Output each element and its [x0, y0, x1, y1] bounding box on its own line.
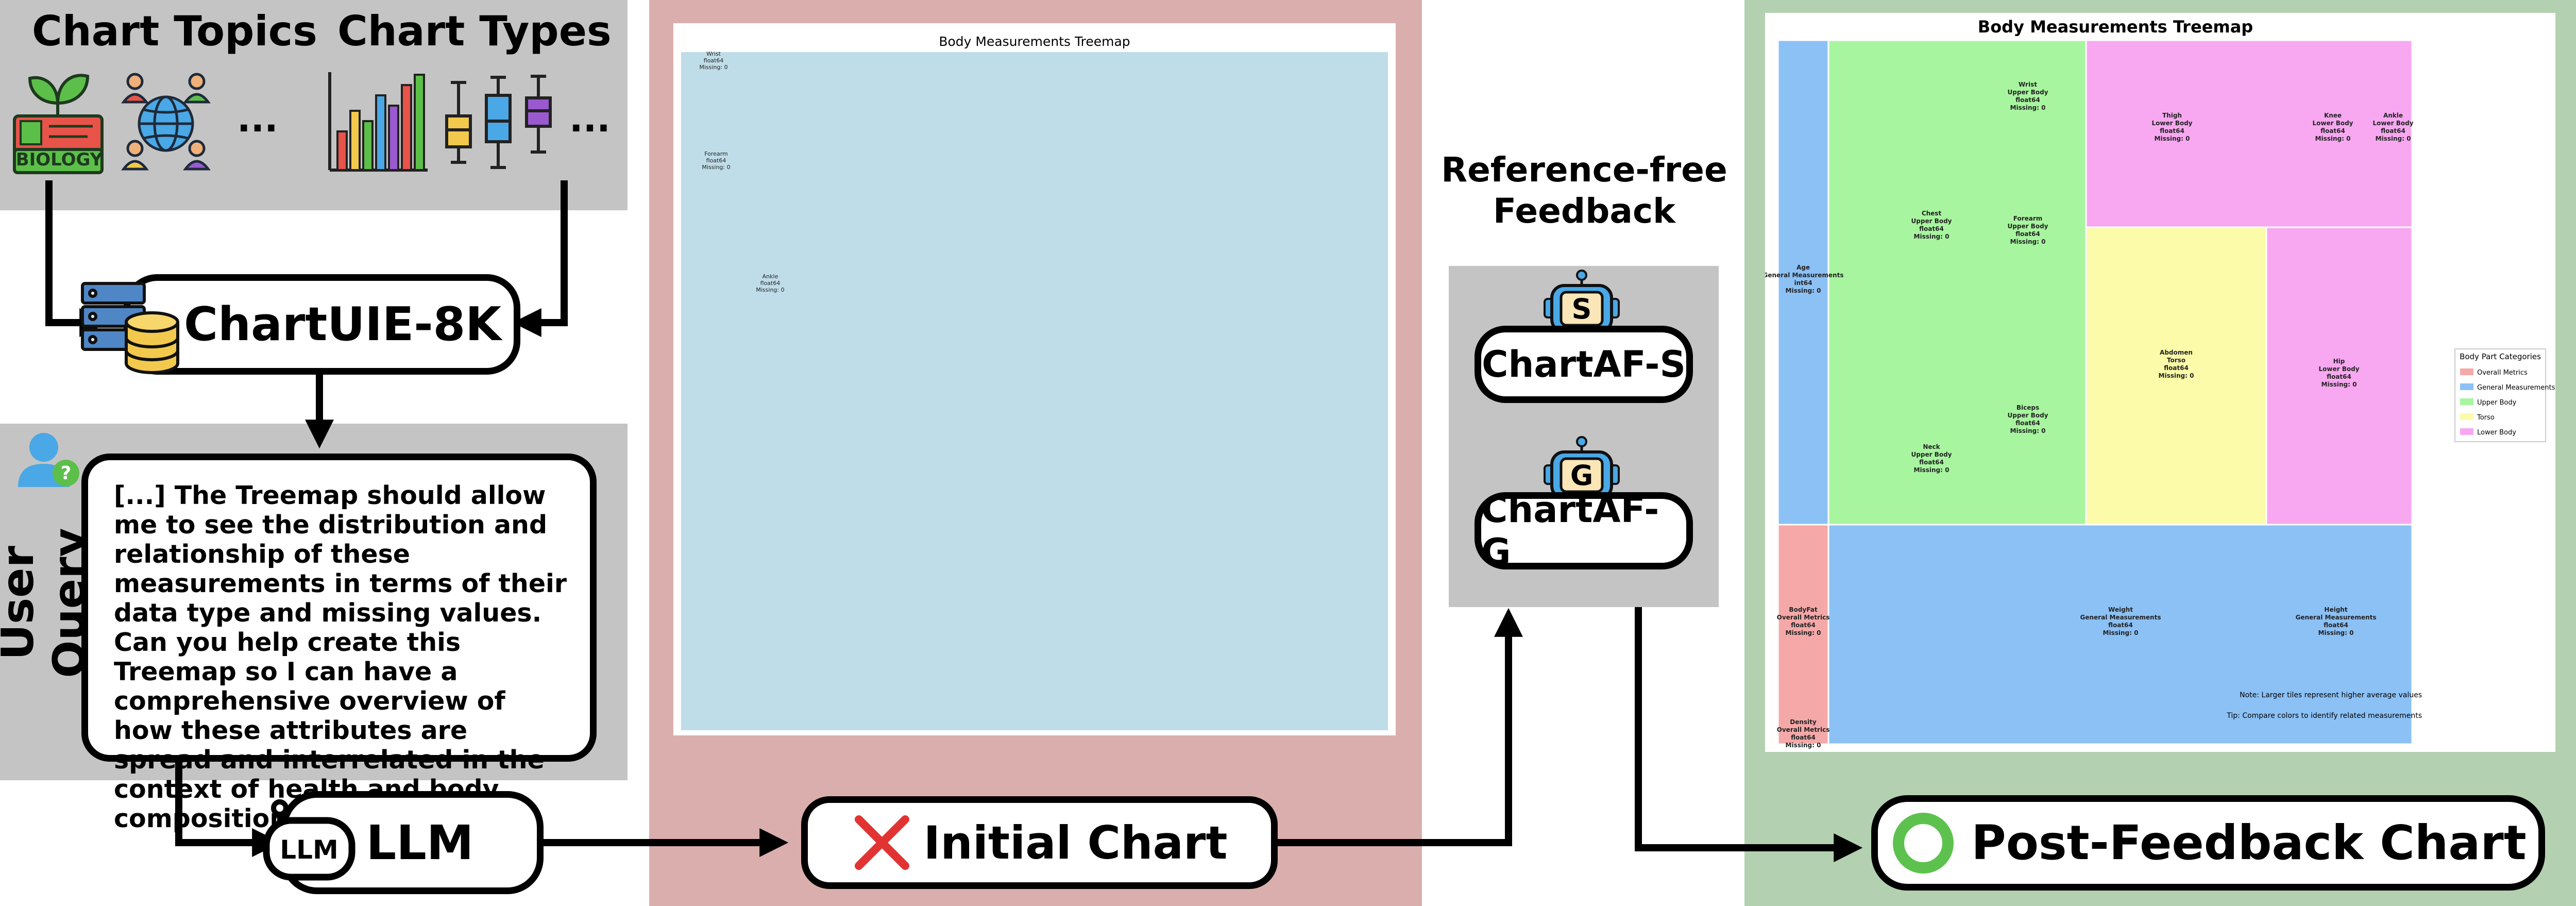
tile-overall-metrics	[1777, 524, 1829, 745]
llm-badge-text: LLM	[280, 835, 338, 865]
legend-item: Torso	[2477, 414, 2495, 422]
feedback-title-line1: Reference-free	[1441, 150, 1727, 190]
chart-topics-label: Chart Topics	[32, 7, 317, 55]
g-badge-text: G	[1570, 459, 1593, 492]
post-chart-label: Post-Feedback Chart	[1971, 815, 2527, 870]
post-note1: Note: Larger tiles represent higher aver…	[2240, 691, 2422, 699]
chartaf-g-label: ChartAF-G	[1481, 489, 1659, 573]
legend-swatch	[2460, 413, 2473, 420]
feedback-title-line2: Feedback	[1493, 191, 1675, 231]
post-legend: Body Part Categories Overall MetricsGene…	[2454, 348, 2555, 442]
biology-book-icon	[13, 74, 104, 174]
chartaf-s-label: ChartAF-S	[1482, 343, 1686, 385]
post-chart-title: Body Measurements Treemap	[1978, 17, 2253, 37]
legend-swatch	[2460, 368, 2473, 375]
topics-ellipsis: ...	[237, 98, 278, 140]
arrow-topics-to-dataset	[45, 180, 109, 337]
initial-chart-box: Initial Chart	[801, 796, 1278, 889]
initial-chart-title: Body Measurements Treemap	[939, 34, 1130, 49]
box-plot-icon	[445, 75, 552, 169]
chartaf-s-box: ChartAF-S	[1475, 326, 1693, 403]
legend-item: Overall Metrics	[2477, 369, 2528, 377]
arrow-feedback-to-post	[1635, 607, 1863, 862]
llm-label: LLM	[366, 815, 474, 870]
initial-treemap-area	[681, 52, 1388, 730]
red-cross-icon	[855, 815, 910, 870]
s-robot-icon: S	[1544, 270, 1620, 341]
legend-swatch	[2460, 398, 2473, 405]
tile-general-bottom	[1827, 524, 2413, 745]
dataset-label: ChartUIE-8K	[183, 297, 502, 351]
globe-people-icon	[121, 73, 211, 171]
feedback-title: Reference-free Feedback	[1427, 149, 1741, 232]
tile-lower-top	[2085, 39, 2413, 228]
legend-item: Upper Body	[2477, 399, 2517, 407]
chart-types-label: Chart Types	[337, 7, 612, 55]
biology-label: BIOLOGY	[15, 149, 103, 170]
bar-chart-icon	[328, 72, 428, 172]
chartaf-g-box: ChartAF-G	[1475, 489, 1693, 573]
legend-swatch	[2460, 383, 2473, 390]
tile-upper-body	[1827, 39, 2087, 526]
svg-text:?: ?	[61, 463, 72, 484]
arrow-initial-to-feedback	[1278, 608, 1523, 846]
types-ellipsis: ...	[569, 98, 611, 140]
legend-swatch	[2460, 428, 2473, 435]
dataset-box: ChartUIE-8K	[124, 274, 520, 375]
legend-item: General Measurements	[2477, 384, 2555, 392]
arrow-query-to-llm	[175, 762, 281, 857]
legend-item: Lower Body	[2477, 429, 2516, 437]
database-icon	[81, 282, 179, 374]
s-badge-text: S	[1572, 293, 1592, 325]
user-question-icon: ?	[18, 433, 79, 487]
tile-lower-hip	[2265, 226, 2413, 526]
arrow-types-to-dataset	[512, 180, 568, 337]
post-note2: Tip: Compare colors to identify related …	[2226, 712, 2422, 720]
initial-chart-label: Initial Chart	[923, 816, 1228, 869]
tile-general-left	[1777, 39, 1829, 570]
g-robot-icon: G	[1544, 436, 1620, 508]
topics-panel	[0, 0, 628, 210]
post-chart-box: Post-Feedback Chart	[1871, 795, 2545, 891]
green-circle-icon	[1893, 812, 1954, 874]
query-text: [...] The Treemap should allow me to see…	[114, 481, 567, 833]
query-box: [...] The Treemap should allow me to see…	[81, 454, 597, 833]
legend-title: Body Part Categories	[2460, 352, 2541, 361]
llm-robot-icon: LLM	[263, 799, 355, 881]
